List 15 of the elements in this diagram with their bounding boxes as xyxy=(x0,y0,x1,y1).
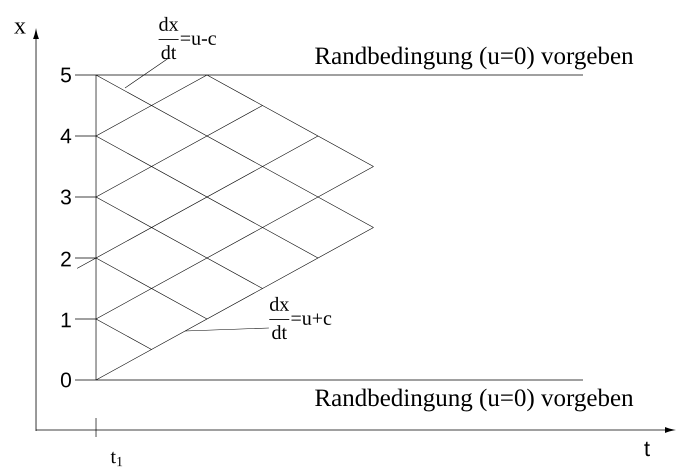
axis-label: t xyxy=(644,442,650,456)
tick-label: 3 xyxy=(60,190,71,204)
tick-label: 0 xyxy=(60,372,71,388)
boundary-label: Randbedingung (u=0) vorgeben xyxy=(315,46,634,70)
leader-line xyxy=(184,328,270,332)
formula-label: $\dfrac{\text{dx}}{\text{dt}}\text{=u-c}$ xyxy=(158,16,216,60)
axis-label: t$_{1}$ xyxy=(110,452,122,466)
tick-label: 4 xyxy=(60,128,72,144)
formula-label: $\dfrac{\text{dx}}{\text{dt}}\text{=u+c}$ xyxy=(269,296,332,340)
axis-label: x xyxy=(14,22,26,34)
tick-label: 2 xyxy=(61,252,71,266)
boundary-label: Randbedingung (u=0) vorgeben xyxy=(315,388,634,412)
tick-label: 1 xyxy=(62,312,71,328)
leader-line xyxy=(124,58,168,88)
tick-label: 5 xyxy=(60,68,71,82)
